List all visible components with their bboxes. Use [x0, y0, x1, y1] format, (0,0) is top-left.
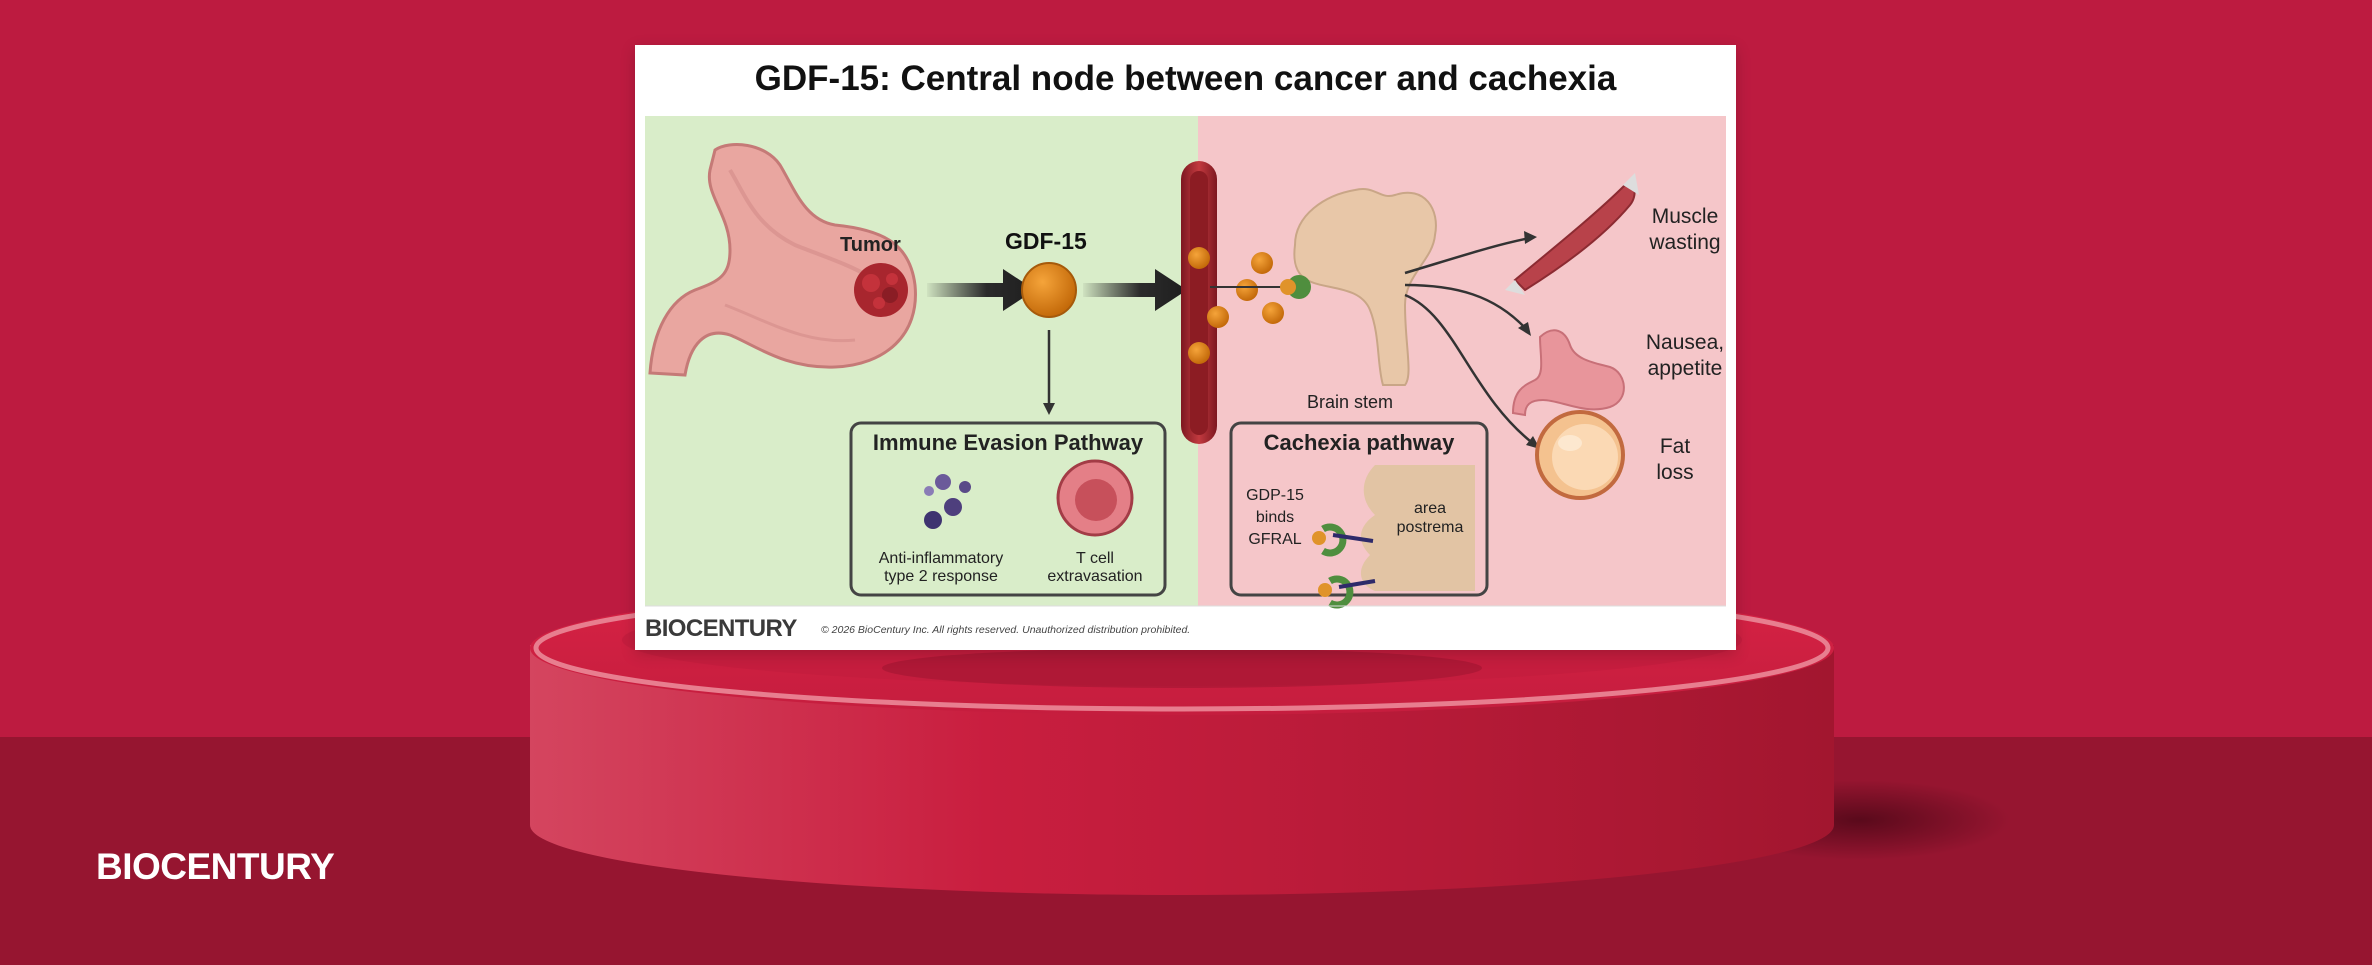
figure-card: GDF-15: Central node between cancer and …	[635, 45, 1736, 650]
arrow-down-icon	[1043, 403, 1055, 415]
area-postrema-line2: postrema	[1396, 519, 1464, 536]
area-postrema-icon	[1360, 465, 1475, 591]
brain-stem-label: Brain stem	[1307, 392, 1394, 412]
arrow-tumor-to-gdf15	[927, 269, 1035, 311]
type2-caption-line2: type 2 response	[884, 568, 998, 585]
biocentury-logo-bottom: BIOCENTURY	[96, 846, 335, 887]
binds-line1: GDP-15	[1246, 487, 1304, 504]
stomach-small-icon	[1511, 329, 1625, 417]
cytokines-icon	[924, 474, 971, 529]
tcell-caption-line1: T cell	[1076, 550, 1114, 567]
figure-title: GDF-15: Central node between cancer and …	[754, 59, 1617, 98]
binds-line2: binds	[1255, 509, 1295, 526]
immune-box-title: Immune Evasion Pathway	[872, 430, 1144, 455]
copyright-notice: © 2026 BioCentury Inc. All rights reserv…	[821, 624, 1191, 636]
receptor-binding-icon	[1312, 523, 1376, 609]
fat-label-line2: loss	[1656, 461, 1694, 484]
gdf15-molecule-icon	[1021, 262, 1077, 318]
fat-label-line1: Fat	[1659, 435, 1691, 458]
tumor-icon	[854, 263, 908, 317]
blood-vessel-icon	[1181, 161, 1229, 444]
muscle-label-line1: Muscle	[1651, 205, 1719, 228]
brain-stem-icon	[1280, 187, 1437, 386]
t-cell-icon	[1056, 459, 1134, 537]
arrow-gdf15-to-vessel	[1083, 269, 1187, 311]
type2-caption-line1: Anti-inflammatory	[878, 550, 1004, 567]
gdf15-label: GDF-15	[1005, 228, 1087, 254]
diagram-illustration	[645, 116, 1726, 609]
nausea-label-line1: Nausea,	[1645, 331, 1725, 354]
binds-line3: GFRAL	[1248, 531, 1302, 548]
muscle-icon	[1505, 173, 1639, 295]
cachexia-box-title: Cachexia pathway	[1263, 430, 1455, 455]
fat-cell-icon	[1535, 410, 1625, 500]
area-postrema-line1: area	[1413, 500, 1447, 517]
nausea-label-line2: appetite	[1647, 357, 1723, 380]
tumor-label: Tumor	[840, 234, 901, 256]
biocentury-logo-card: BIOCENTURY	[645, 615, 797, 642]
muscle-label-line2: wasting	[1649, 231, 1721, 254]
tcell-caption-line2: extravasation	[1047, 568, 1143, 585]
